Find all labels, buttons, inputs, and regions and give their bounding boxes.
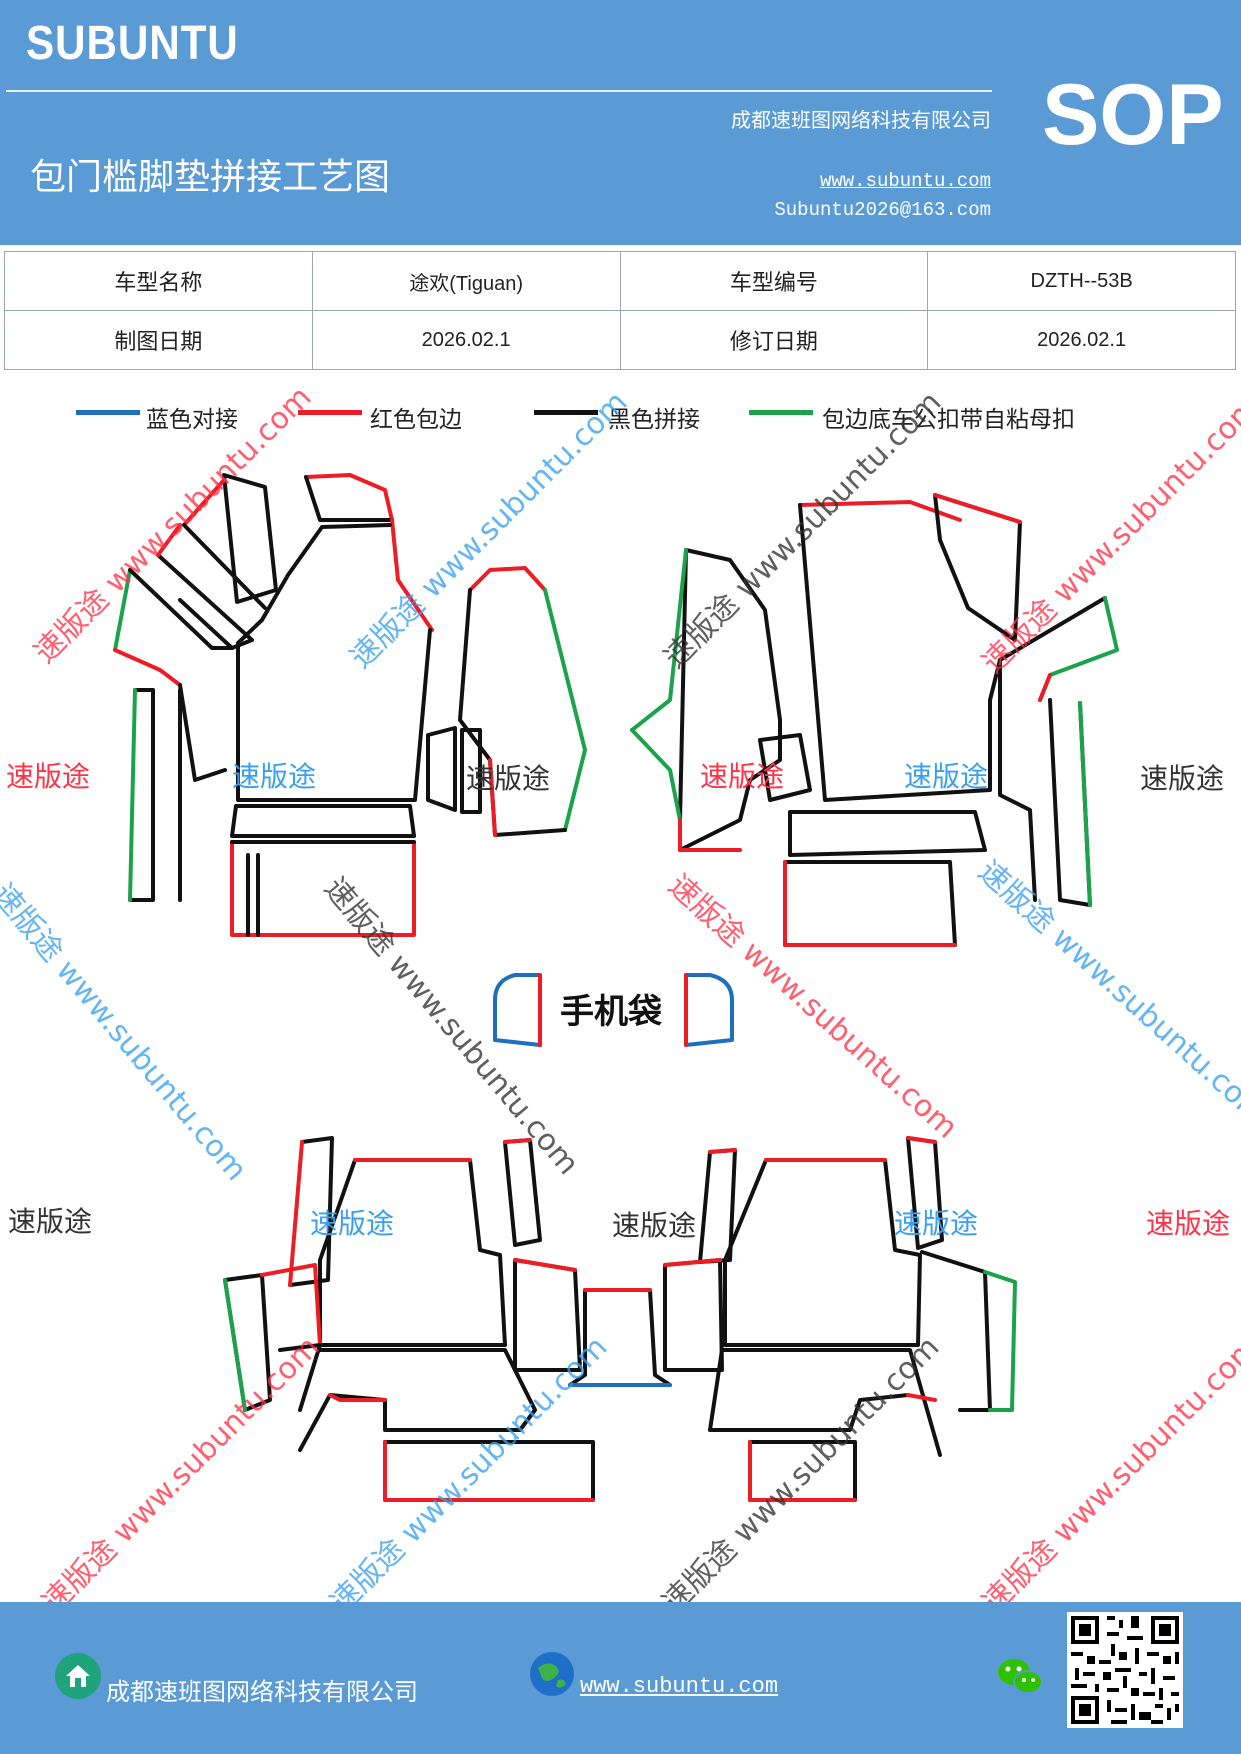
header-website-link[interactable]: www.subuntu.com bbox=[819, 170, 991, 192]
model-code-value: DZTH--53B bbox=[927, 251, 1236, 311]
front-right-mat-group bbox=[630, 493, 1119, 947]
legend: 蓝色对接 红色包边 黑色拼接 包边底车公扣带自粘母扣 bbox=[0, 400, 1241, 440]
sop-badge: SOP bbox=[1042, 67, 1224, 163]
watermark-brand: 速版途 bbox=[700, 760, 785, 793]
table-row: 车型名称 途欢(Tiguan) 车型编号 DZTH--53B bbox=[4, 251, 1236, 311]
model-code-label: 车型编号 bbox=[619, 251, 929, 311]
home-icon bbox=[55, 1653, 101, 1699]
table-row: 制图日期 2026.02.1 修订日期 2026.02.1 bbox=[4, 310, 1236, 370]
header-banner bbox=[0, 0, 1241, 245]
phone-pocket-group bbox=[493, 973, 734, 1047]
rear-mats-group bbox=[223, 1136, 1017, 1502]
draw-date-value: 2026.02.1 bbox=[311, 310, 621, 370]
legend-label-red: 红色包边 bbox=[370, 407, 462, 433]
watermark-brand: 速版途 bbox=[6, 760, 91, 793]
brand-logo: SUBUNTU bbox=[26, 17, 239, 70]
phone-pocket-label: 手机袋 bbox=[560, 992, 662, 1032]
watermark-brand: 速版途 bbox=[310, 1207, 395, 1240]
legend-label-green: 包边底车公扣带自粘母扣 bbox=[822, 407, 1075, 433]
watermark-brand: 速版途 bbox=[232, 760, 317, 793]
watermark-brand: 速版途 bbox=[894, 1207, 979, 1240]
page-title: 包门槛脚垫拼接工艺图 bbox=[30, 157, 391, 198]
legend-label-blue: 蓝色对接 bbox=[146, 407, 238, 433]
watermark-brand: 速版途 bbox=[1140, 762, 1225, 795]
watermark-brand: 速版途 bbox=[612, 1209, 697, 1242]
header-company: 成都速班图网络科技有限公司 bbox=[731, 108, 991, 132]
header-divider bbox=[6, 90, 992, 92]
front-left-mat-group bbox=[113, 473, 587, 937]
legend-swatch-green bbox=[749, 410, 813, 415]
footer-company: 成都速班图网络科技有限公司 bbox=[106, 1678, 418, 1706]
watermark-brand: 速版途 bbox=[1146, 1207, 1231, 1240]
legend-swatch-red bbox=[298, 410, 362, 415]
draw-date-label: 制图日期 bbox=[4, 310, 313, 370]
watermark-brand: 速版途 bbox=[904, 760, 989, 793]
watermark-brand: 速版途 bbox=[466, 762, 551, 795]
legend-swatch-black bbox=[534, 410, 598, 415]
footer-website-link[interactable]: www.subuntu.com bbox=[580, 1674, 779, 1699]
model-name-label: 车型名称 bbox=[4, 251, 313, 311]
watermark-brand: 速版途 bbox=[8, 1205, 93, 1238]
globe-icon bbox=[530, 1652, 574, 1696]
wechat-icon bbox=[998, 1659, 1043, 1694]
legend-label-black: 黑色拼接 bbox=[608, 407, 700, 433]
model-name-value: 途欢(Tiguan) bbox=[311, 251, 621, 311]
qr-code bbox=[1067, 1612, 1183, 1728]
revise-date-label: 修订日期 bbox=[619, 310, 929, 370]
vehicle-info-table: 车型名称 途欢(Tiguan) 车型编号 DZTH--53B 制图日期 2026… bbox=[4, 251, 1236, 370]
legend-swatch-blue bbox=[76, 410, 140, 415]
header-email: Subuntu2026@163.com bbox=[774, 199, 991, 221]
mat-pattern-diagram bbox=[113, 473, 1119, 1502]
revise-date-value: 2026.02.1 bbox=[927, 310, 1236, 370]
